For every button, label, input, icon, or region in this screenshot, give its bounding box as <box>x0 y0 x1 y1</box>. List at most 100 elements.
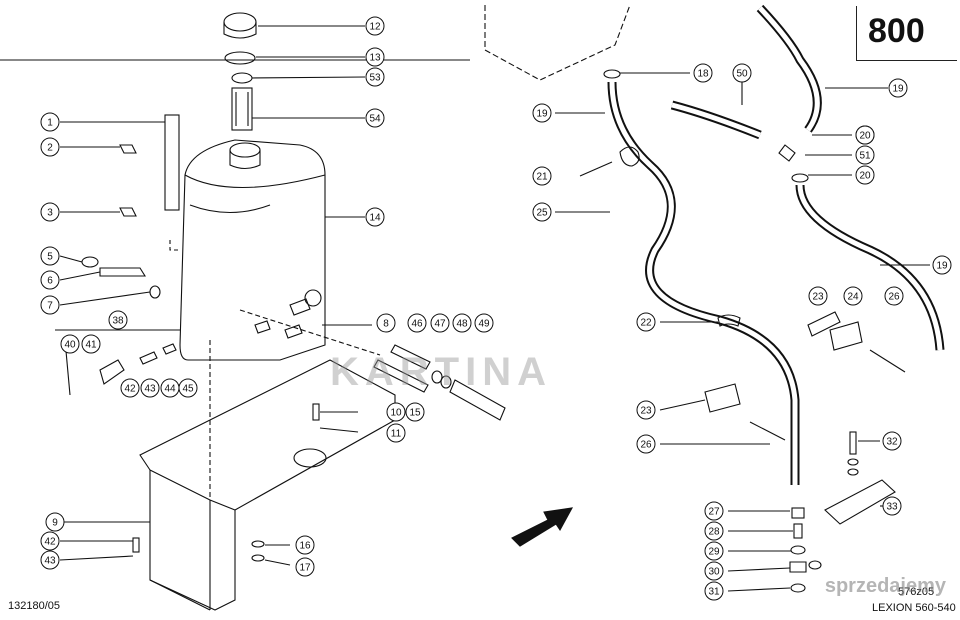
page-number: 800 <box>868 12 925 50</box>
callout-circle-repeat-23 <box>636 400 656 420</box>
callout-circle-45 <box>178 378 198 398</box>
callout-label-51: 51 <box>859 151 871 162</box>
callout-label-32: 32 <box>886 437 898 448</box>
model-label: LEXION 560-540 <box>872 602 956 614</box>
callout-label-26: 26 <box>888 292 900 303</box>
callout-circle-38 <box>108 310 128 330</box>
callout-label-5: 5 <box>47 252 53 263</box>
callout-label-repeat-20: 20 <box>859 131 871 142</box>
callout-circle-46 <box>407 313 427 333</box>
callout-label-24: 24 <box>847 292 859 303</box>
callout-circle-49 <box>474 313 494 333</box>
callout-label-42: 42 <box>124 384 136 395</box>
callout-label-3: 3 <box>47 208 53 219</box>
callout-circle-32 <box>882 431 902 451</box>
callout-label-repeat-19: 19 <box>936 261 948 272</box>
callout-label-48: 48 <box>456 319 468 330</box>
callout-circle-51 <box>855 145 875 165</box>
callout-circle-6 <box>40 270 60 290</box>
callout-circle-15 <box>405 402 425 422</box>
callout-label-9: 9 <box>52 518 58 529</box>
callout-circle-24 <box>843 286 863 306</box>
callout-label-33: 33 <box>886 502 898 513</box>
callout-label-49: 49 <box>478 319 490 330</box>
callout-circle-repeat-20 <box>855 125 875 145</box>
callout-label-43: 43 <box>144 384 156 395</box>
callout-label-8: 8 <box>383 319 389 330</box>
callout-circle-9 <box>45 512 65 532</box>
callout-circle-41 <box>81 334 101 354</box>
callout-label-12: 12 <box>369 22 381 33</box>
callout-circle-27 <box>704 501 724 521</box>
callout-circle-33 <box>882 496 902 516</box>
callout-circle-29 <box>704 541 724 561</box>
callout-circle-14 <box>365 207 385 227</box>
callout-circle-31 <box>704 581 724 601</box>
page-number-box <box>856 6 957 61</box>
callout-circle-13 <box>365 47 385 67</box>
callout-circle-42 <box>120 378 140 398</box>
figure-code: 576z05 <box>898 586 935 598</box>
callout-label-22: 22 <box>640 318 652 329</box>
callout-circle-17 <box>295 557 315 577</box>
callout-label-repeat-26: 26 <box>640 440 652 451</box>
callout-label-7: 7 <box>47 301 53 312</box>
callout-label-23: 23 <box>812 292 824 303</box>
callout-circle-8 <box>376 313 396 333</box>
callout-label-repeat-42: 42 <box>44 537 56 548</box>
callout-circle-54 <box>365 108 385 128</box>
callout-label-29: 29 <box>708 547 720 558</box>
callout-circle-23 <box>808 286 828 306</box>
callout-label-28: 28 <box>708 527 720 538</box>
callout-label-15: 15 <box>409 408 421 419</box>
callout-label-27: 27 <box>708 507 720 518</box>
callout-circle-repeat-43 <box>40 550 60 570</box>
callout-circle-12 <box>365 16 385 36</box>
callout-circle-16 <box>295 535 315 555</box>
callout-circle-22 <box>636 312 656 332</box>
callout-circle-47 <box>430 313 450 333</box>
callout-label-11: 11 <box>391 429 402 440</box>
callout-label-6: 6 <box>47 276 53 287</box>
callout-circle-5 <box>40 246 60 266</box>
callout-circle-21 <box>532 166 552 186</box>
callout-label-18: 18 <box>697 69 709 80</box>
callout-label-53: 53 <box>369 73 381 84</box>
callout-circle-repeat-26 <box>636 434 656 454</box>
callout-label-16: 16 <box>299 541 311 552</box>
callout-label-47: 47 <box>434 319 446 330</box>
callout-circle-repeat-19 <box>932 255 952 275</box>
callout-circle-43 <box>140 378 160 398</box>
watermark-brand: sprzedajemy <box>824 575 946 597</box>
callout-circle-10 <box>386 402 406 422</box>
callout-label-10: 10 <box>390 408 402 419</box>
callout-circle-repeat-42 <box>40 531 60 551</box>
callout-label-30: 30 <box>708 567 720 578</box>
callout-label-31: 31 <box>708 587 720 598</box>
callout-label-repeat-19: 19 <box>892 84 904 95</box>
callout-label-54: 54 <box>369 114 381 125</box>
callout-circle-20 <box>855 165 875 185</box>
callout-label-2: 2 <box>47 143 53 154</box>
callout-label-41: 41 <box>85 340 97 351</box>
callout-label-13: 13 <box>369 53 381 64</box>
callout-label-20: 20 <box>859 171 871 182</box>
callout-label-25: 25 <box>536 208 548 219</box>
callout-circle-40 <box>60 334 80 354</box>
callout-circle-19 <box>532 103 552 123</box>
callout-label-38: 38 <box>112 316 124 327</box>
watermark: KARTINA <box>330 350 552 394</box>
callout-circle-50 <box>732 63 752 83</box>
callout-circle-3 <box>40 202 60 222</box>
callout-circle-repeat-19 <box>888 78 908 98</box>
callout-circle-11 <box>386 423 406 443</box>
callout-circle-7 <box>40 295 60 315</box>
callout-label-repeat-23: 23 <box>640 406 652 417</box>
callout-label-44: 44 <box>164 384 176 395</box>
callout-circle-30 <box>704 561 724 581</box>
drawing-number: 132180/05 <box>8 600 60 612</box>
callout-circle-2 <box>40 137 60 157</box>
callout-label-45: 45 <box>182 384 194 395</box>
callout-circle-25 <box>532 202 552 222</box>
